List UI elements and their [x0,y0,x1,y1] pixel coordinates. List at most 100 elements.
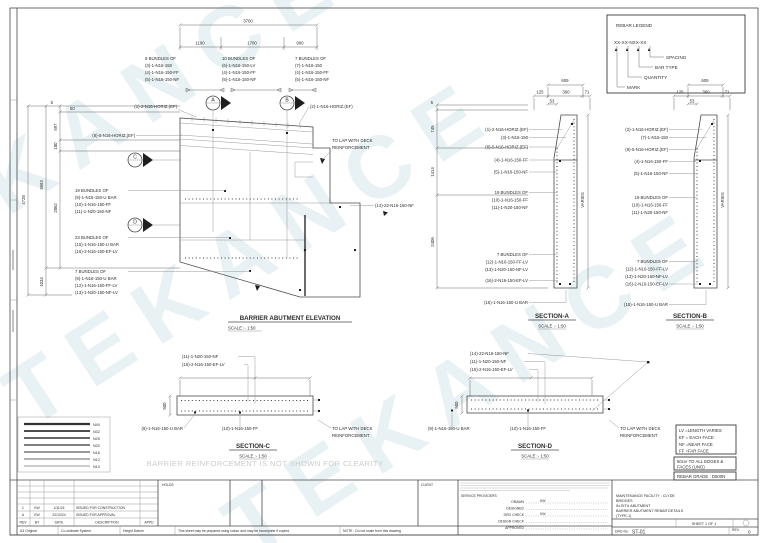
svg-text:(13)-1-N20-150-NF-LV: (13)-1-N20-150-NF-LV [625,274,668,279]
svg-text:(16)-2-N16-150-EF-LV: (16)-2-N16-150-EF-LV [470,367,513,372]
svg-text:(13)-1-N20-150-NF-LV: (13)-1-N20-150-NF-LV [75,290,118,295]
svg-text:(15)-1-N16-150-U BAR: (15)-1-N16-150-U BAR [484,300,528,305]
dim-53-b: 53 [690,99,695,104]
dim-180: 180 [53,142,58,150]
svg-text:(10)-1-N16-150-FF: (10)-1-N16-150-FF [632,203,668,208]
abbreviation-notes: LV =LENGTH VARIES EF = EACH FACE NF =NEA… [673,424,737,481]
bundle-annotation-mid: 10 BUNDLES OF (6)-1-N16-150-LV (4)-1-N16… [222,56,257,82]
section-a-labels: (1)-2-N16-HORIZ.(EF) (3)-1-N16-150 (8)-5… [484,127,567,305]
svg-text:REV: REV [20,521,28,525]
svg-text:This sheet may be prepared usi: This sheet may be prepared using colour … [178,529,289,533]
svg-text:(4)-1-N16-150-FF: (4)-1-N16-150-FF [634,159,668,164]
svg-text:(11)-1-N20-150-NF: (11)-1-N20-150-NF [470,359,507,364]
svg-text:C: C [133,155,137,161]
svg-text:(10)-1-N16-150-FF: (10)-1-N16-150-FF [75,202,111,207]
svg-text:360: 360 [562,90,570,95]
dim-500-d: 500 [454,401,459,409]
svg-text:D: D [133,220,137,226]
section-d-scale: SCALE :- 1:50 [521,454,549,459]
svg-text:(9)-1-N16-150-U BAR: (9)-1-N16-150-U BAR [141,426,183,431]
legend-quantity-label: QUANTITY [644,75,667,80]
svg-text:A3 Original: A3 Original [20,529,37,533]
svg-text:(3)-1-N16-150: (3)-1-N16-150 [501,135,529,140]
svg-text:TO LAP WITH DECK: TO LAP WITH DECK [620,426,661,431]
rev-number: 0 [748,530,751,535]
rebar-legend-title: REBAR LEGEND [616,23,653,28]
svg-text:745: 745 [430,125,435,133]
svg-text:(13)-1-N20-150-NF-LV: (13)-1-N20-150-NF-LV [485,267,528,272]
svg-text:(9)-1-N16-150-U BAR: (9)-1-N16-150-U BAR [75,276,117,281]
section-b-title: SECTION-B [673,313,708,320]
svg-text:DRG CHECK: DRG CHECK [504,513,525,517]
svg-text:DRAWN: DRAWN [511,500,524,504]
svg-text:19 BUNDLES OF: 19 BUNDLES OF [495,190,529,195]
section-a-vdims: 5 745 1414 2406 [430,100,548,290]
svg-text:1/11/24: 1/11/24 [53,506,64,510]
lap-note-section-d: TO LAP WITH DECK REINFORCEMENT [608,419,661,438]
svg-text:(5)-1-N16-150-NF: (5)-1-N16-150-NF [634,171,669,176]
dim-900: 900 [296,41,304,46]
project-title-block: MAINTENANCE FACILITY : CLYDE BRIDGES IN-… [611,480,758,536]
annotation-horiz-8: (8)-5-N16-HORIZ.(EF) [92,133,135,138]
dim-1034: 1034 [39,277,44,287]
section-marker-d: D [127,217,180,233]
elevation-view: 3700 1100 1700 900 8 BUNDLES OF (3)-1-N1… [21,19,414,332]
rev-label: REV [732,528,740,532]
svg-text:(9)-1-N16-150-U BAR: (9)-1-N16-150-U BAR [75,195,117,200]
service-providers-label: SERVICE PROVIDERS [461,494,497,498]
disclaimer-block: SERVICE PROVIDERS DRAWN DESIGNED DRG CHE… [460,482,610,530]
svg-text:N25: N25 [93,437,100,441]
dim-50: 50 [70,106,75,111]
svg-text:(4)-1-N16-150-FF: (4)-1-N16-150-FF [295,70,329,75]
rebar-grade-note: REBAR GRADE : D500N [677,474,725,479]
svg-text:(TYPE-1): (TYPE-1) [616,514,631,518]
svg-text:DESIGNED: DESIGNED [506,507,524,511]
bundle-23-note: 23 BUNDLES OF (15)-1-N16-150-U BAR (16)-… [75,235,230,254]
bundle-7-note: 7 BUNDLES OF (9)-1-N16-150-U BAR (12)-1-… [75,269,250,295]
section-b-labels: (2)-1-N16-HORIZ.(EF) (7)-1-N16-150 (8)-5… [624,127,707,307]
dim-609-a: 609 [561,78,569,83]
svg-text:125: 125 [536,90,544,95]
signature-rows: DRAWN DESIGNED DRG CHECK DESIGN CHECK AP… [498,499,608,530]
section-a-scale: SCALE :- 1:50 [538,324,566,329]
svg-text:MAINTENANCE FACILITY : CLYDE: MAINTENANCE FACILITY : CLYDE [616,494,675,498]
svg-text:(4)-1-N16-150-FF: (4)-1-N16-150-FF [222,70,256,75]
svg-text:1: 1 [22,506,24,510]
section-c-scale: SCALE :- 1:50 [239,454,267,459]
section-a-view: 609 125 360 71 53 5 745 1414 2406 VARIES… [430,78,592,330]
svg-text:8 BUNDLES OF: 8 BUNDLES OF [145,56,176,61]
dim-500-c: 500 [162,402,167,410]
lap-note-section-c: TO LAP WITH DECK REINFORCEMENT [317,419,373,438]
svg-text:TO LAP WITH DECK: TO LAP WITH DECK [332,426,373,431]
svg-text:N12: N12 [93,458,100,462]
svg-text:(4)-1-N16-150-FF: (4)-1-N16-150-FF [494,158,528,163]
annotation-horiz-1: (1)-2-N16-HORIZ.(EF) [134,104,177,109]
svg-text:(9)-1-N16-150-U BAR: (9)-1-N16-150-U BAR [428,426,470,431]
svg-text:22/10/24: 22/10/24 [52,513,65,517]
dim-609-b: 609 [701,78,709,83]
dim-2862: 2862 [53,203,58,213]
svg-text:(7)-1-N16-150: (7)-1-N16-150 [641,135,669,140]
svg-text:N32: N32 [93,430,100,434]
dim-1100: 1100 [195,41,205,46]
svg-text:7 BUNDLES OF: 7 BUNDLES OF [637,259,668,264]
dim-5: 5 [51,100,54,105]
section-b-view: 609 125 360 71 53 VARIES (2)-1-N16-HORIZ… [624,78,732,330]
svg-text:360: 360 [702,90,710,95]
bundle-annotation-right: 7 BUNDLES OF (7)-1-N16-150 (4)-1-N16-150… [295,56,330,82]
dim-597: 597 [53,123,58,131]
elevation-left-dims: 4728 3693 1034 597 180 2862 5 50 [21,100,180,297]
varies-b: VARIES [720,192,725,208]
svg-text:71: 71 [725,90,730,95]
elevation-scale: SCALE :- 1:50 [228,326,256,331]
svg-text:KW: KW [34,513,40,517]
bar-size-legend: N40 N32 N25 N20 N16 N12 N10 [17,416,111,473]
svg-text:50cvr TO ALL EDGES &: 50cvr TO ALL EDGES & [677,459,723,464]
svg-text:BARRIER ABUTMENT REBAR DETAILS: BARRIER ABUTMENT REBAR DETAILS [616,509,684,513]
svg-text:B: B [285,98,289,104]
svg-text:(10)-1-N16-150-FF: (10)-1-N16-150-FF [492,198,528,203]
svg-text:(11)-1-N20-150-NF: (11)-1-N20-150-NF [75,209,112,214]
svg-text:7 BUNDLES OF: 7 BUNDLES OF [75,269,106,274]
dim-3693: 3693 [39,180,44,190]
